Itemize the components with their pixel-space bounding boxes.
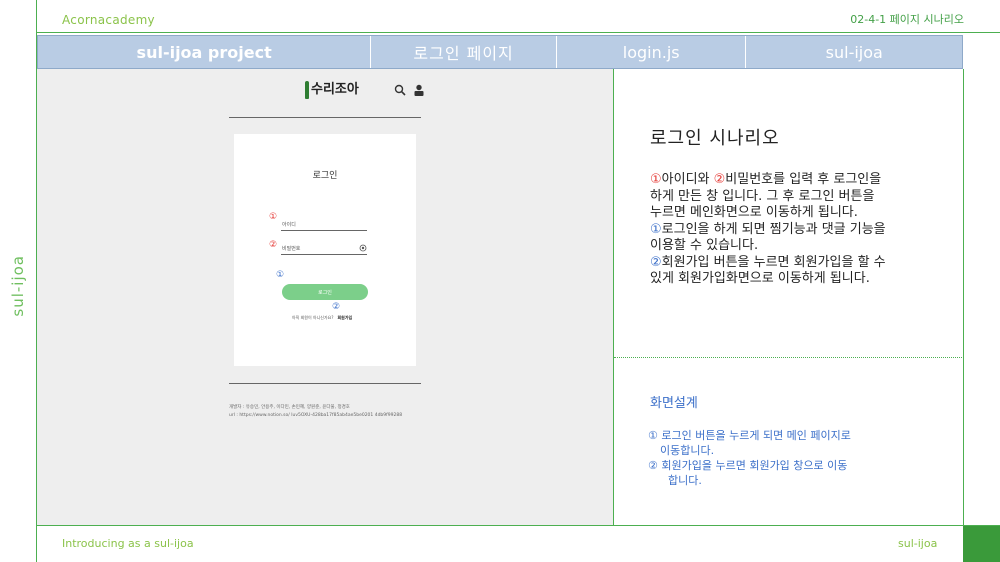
- scenario-line4: 로그인을 하게 되면 찜기능과 댓글 기능을: [661, 221, 886, 237]
- password-field-placeholder: 비밀번호: [282, 246, 301, 252]
- design-title: 화면설계: [650, 396, 698, 411]
- header-page: 로그인 페이지: [371, 36, 557, 68]
- url-text: url : https://www.notion.so/ luv5OXU-428…: [229, 413, 403, 418]
- footer-right: sul-ijoa: [898, 537, 938, 550]
- id-field-placeholder: 아이디: [282, 222, 296, 228]
- id-field[interactable]: [281, 230, 367, 231]
- developers-text: 개발자 : 유승민, 안용주, 이다민, 손민혜, 양원준, 윤다울, 정경호: [229, 405, 350, 410]
- scenario-marker-1-blue: ①: [650, 221, 662, 237]
- mockup-footer-info: 개발자 : 유승민, 안용주, 이다민, 손민혜, 양원준, 윤다울, 정경호 …: [229, 404, 402, 420]
- header-app: sul-ijoa: [825, 42, 883, 62]
- bottom-border-line: [36, 525, 1000, 526]
- top-border-line: [36, 32, 1000, 33]
- marker-1: ①: [269, 212, 278, 222]
- design-marker-1: ①: [648, 429, 658, 442]
- scenario-body: ①아이디와 ②비밀번호를 입력 후 로그인을 하게 만든 창 입니다. 그 후 …: [650, 172, 950, 288]
- marker-2: ②: [269, 240, 278, 250]
- slide-number: 02-4-1 페이지 시나리오: [850, 13, 964, 26]
- header-file: login.js: [557, 36, 747, 68]
- eye-icon[interactable]: [359, 244, 367, 252]
- marker-1-blue: ①: [276, 270, 285, 280]
- side-label: sul-ijoa: [9, 255, 27, 317]
- scenario-line6: 회원가입 버튼을 누르면 회원가입을 할 수: [661, 254, 886, 270]
- login-card: 로그인 ① 아이디 ② 비밀번호 ① 로그인 ② 아직 회원이 아니신가요?회원…: [234, 134, 416, 366]
- marker-2-blue: ②: [332, 302, 341, 312]
- footer-left: Introducing as a sul-ijoa: [62, 537, 194, 550]
- app-logo-text: 수리조아: [311, 82, 359, 97]
- app-logo[interactable]: 수리조아: [305, 78, 359, 99]
- right-border-line: [963, 69, 964, 525]
- scenario-line2: 하게 만든 창 입니다. 그 후 로그인 버튼을: [650, 188, 875, 204]
- design-item1b: 이동합니다.: [660, 444, 715, 457]
- scenario-marker-2: ②: [713, 172, 726, 187]
- design-item2a: 회원가입을 누르면 회원가입 창으로 이동: [661, 459, 848, 472]
- mockup-footer-divider: [229, 383, 421, 384]
- scenario-title: 로그인 시나리오: [650, 128, 780, 149]
- scenario-marker-2-blue: ②: [650, 254, 662, 270]
- header-icons: [394, 82, 425, 96]
- scenario-line1a: 아이디와: [661, 172, 714, 187]
- login-button[interactable]: 로그인: [282, 284, 368, 300]
- panel-divider: [613, 69, 614, 525]
- scenario-line1b: 비밀번호를 입력 후 로그인을: [725, 172, 882, 187]
- section-divider: [614, 357, 962, 358]
- password-field[interactable]: [281, 254, 367, 255]
- design-item2b: 합니다.: [668, 474, 702, 487]
- scenario-marker-1: ①: [650, 172, 662, 187]
- corner-block: [963, 526, 1000, 562]
- brand-name: Acornacademy: [62, 13, 155, 27]
- scenario-line3: 누르면 메인화면으로 이동하게 됩니다.: [650, 205, 858, 220]
- left-border-line: [36, 0, 37, 562]
- scenario-line7: 있게 회원가입화면으로 이동하게 됩니다.: [650, 271, 870, 286]
- scenario-line5: 이용할 수 있습니다.: [650, 238, 759, 253]
- header-bar: sul-ijoa project 로그인 페이지 login.js sul-ij…: [37, 35, 963, 69]
- user-icon[interactable]: [413, 84, 425, 96]
- no-account-text: 아직 회원이 아니신가요?: [292, 315, 334, 320]
- signup-link[interactable]: 회원가입: [337, 315, 353, 320]
- search-icon[interactable]: [394, 84, 406, 96]
- mockup-header-divider: [229, 117, 421, 118]
- login-title: 로그인: [312, 171, 338, 181]
- bottle-icon: [305, 80, 309, 99]
- header-project: sul-ijoa project: [38, 36, 372, 68]
- design-body: ① 로그인 버튼을 누르게 되면 메인 페이지로 이동합니다. ② 회원가입을 …: [648, 428, 948, 488]
- design-marker-2: ②: [648, 459, 658, 472]
- design-item1a: 로그인 버튼을 누르게 되면 메인 페이지로: [661, 429, 851, 442]
- signup-row: 아직 회원이 아니신가요?회원가입: [292, 315, 352, 321]
